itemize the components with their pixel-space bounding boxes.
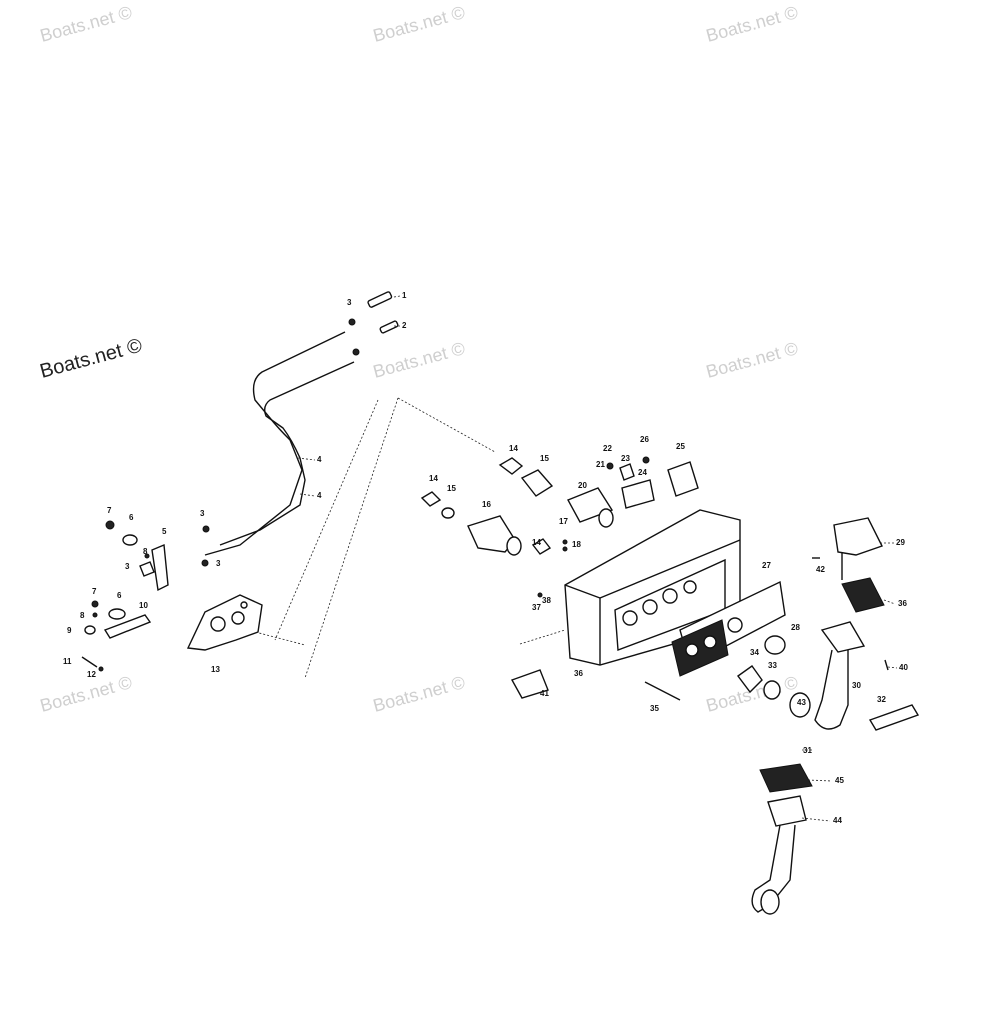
callout-leaders [297,295,898,822]
callout: 36 [574,669,583,678]
callout: 11 [63,657,72,666]
callout: 4 [317,491,322,500]
callout-labels: 1 2 3 4 4 3 3 5 6 7 8 3 7 6 8 10 9 11 12… [63,291,908,825]
callout: 14 [532,538,541,547]
callout: 25 [676,442,685,451]
callout: 2 [402,321,407,330]
nut-3 [201,559,209,567]
callout: 24 [638,468,647,477]
callout: 36 [898,599,907,608]
callout: 7 [107,506,112,515]
watermark: Boats.net © [704,2,800,46]
callout: 7 [92,587,97,596]
callout: 23 [621,454,630,463]
callout: 10 [139,601,148,610]
watermark: Boats.net © [38,334,145,382]
callout: 3 [200,509,205,518]
callout: 30 [852,681,861,690]
callout: 14 [429,474,438,483]
callout: 14 [509,444,518,453]
watermark: Boats.net © [371,338,467,382]
clip-41 [510,669,549,699]
small-hardware [606,456,699,509]
callout: 18 [572,540,581,549]
callout: 41 [540,689,549,698]
callout: 33 [768,661,777,670]
callout: 29 [896,538,905,547]
callout: 31 [803,746,812,755]
watermark: Boats.net © [371,672,467,716]
callout: 6 [117,591,122,600]
callout: 15 [447,484,456,493]
cable-end-2 [379,320,399,334]
watermark: Boats.net © [371,2,467,46]
callout: 34 [750,648,759,657]
nut-3 [348,318,356,326]
decal-32 [868,704,920,731]
callout: 28 [791,623,800,632]
callout: 9 [67,626,72,635]
pedal-arm-30 [814,621,866,730]
callout: 6 [129,513,134,522]
screw-40 [884,659,889,671]
callout: 15 [540,454,549,463]
screw-37 [537,592,543,598]
callout: 45 [835,776,844,785]
assembly-leader-lines [239,397,566,679]
callout: 26 [640,435,649,444]
callout: 21 [596,460,605,469]
callout: 12 [87,670,96,679]
control-housing-13 [186,594,263,651]
callout: 3 [216,559,221,568]
callout: 5 [162,527,167,536]
knobs [737,635,811,718]
plate-34 [671,619,729,677]
callout: 8 [80,611,85,620]
callout: 44 [833,816,842,825]
cable-end-1 [367,291,393,308]
callout: 32 [877,695,886,704]
callout: 22 [603,444,612,453]
callout: 17 [559,517,568,526]
control-cables-4 [204,331,355,556]
switch-38 [841,577,885,613]
callout: 3 [125,562,130,571]
callout: 8 [143,547,148,556]
callout: 37 [532,603,541,612]
nut-3 [352,348,360,356]
watermark: Boats.net © [38,2,134,46]
watermark: Boats.net © [704,338,800,382]
callout: 4 [317,455,322,464]
pad-45 [759,763,813,793]
callout: 1 [402,291,407,300]
watermark: Boats.net © [38,672,134,716]
callout: 13 [211,665,220,674]
callout: 27 [762,561,771,570]
linkage-parts [81,520,169,672]
callout: 3 [347,298,352,307]
callout: 20 [578,481,587,490]
callout: 16 [482,500,491,509]
cover-29 [833,517,883,580]
nut-3 [202,525,210,533]
shaft-parts [420,457,614,556]
callout: 40 [899,663,908,672]
pedal-44 [751,795,807,915]
callout: 42 [816,565,825,574]
callout: 35 [650,704,659,713]
callout: 38 [542,596,551,605]
callout: 43 [797,698,806,707]
rod-35 [644,681,681,701]
